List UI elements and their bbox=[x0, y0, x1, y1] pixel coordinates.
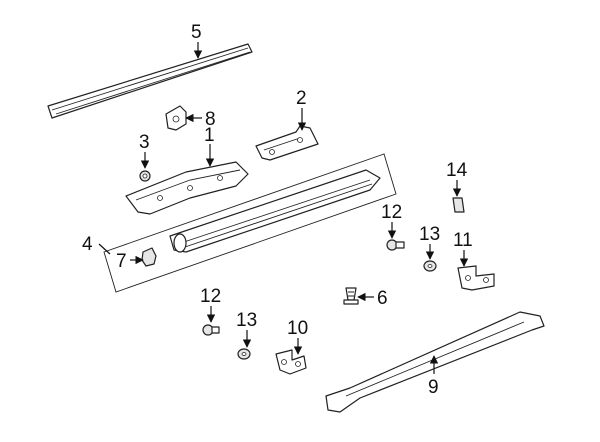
callout-10: 10 bbox=[287, 318, 308, 339]
part-4-assembly-box bbox=[103, 153, 397, 293]
callout-7: 7 bbox=[116, 251, 127, 272]
leader-4 bbox=[98, 243, 111, 255]
callout-13b: 13 bbox=[236, 310, 257, 331]
callout-8: 8 bbox=[205, 109, 216, 130]
callout-12a: 12 bbox=[381, 202, 402, 223]
part-7-clip[interactable] bbox=[141, 247, 157, 267]
part-14-clip[interactable] bbox=[452, 197, 465, 213]
callout-3: 3 bbox=[139, 132, 150, 153]
callout-12b: 12 bbox=[200, 286, 221, 307]
callout-4: 4 bbox=[82, 234, 93, 255]
part-13-grommet-upper[interactable] bbox=[423, 260, 437, 272]
callout-14: 14 bbox=[446, 160, 468, 181]
callout-1: 1 bbox=[204, 125, 215, 146]
callout-6: 6 bbox=[377, 288, 388, 309]
part-2-bracket[interactable] bbox=[255, 125, 319, 161]
callout-5: 5 bbox=[191, 22, 202, 43]
part-4-rocker-panel[interactable] bbox=[169, 169, 381, 253]
part-12-bolt-upper[interactable] bbox=[386, 239, 405, 251]
part-12-bolt-lower[interactable] bbox=[202, 324, 220, 336]
part-11-bracket[interactable] bbox=[457, 265, 495, 291]
part-1-bracket[interactable] bbox=[125, 161, 249, 215]
part-8-bracket[interactable] bbox=[165, 105, 187, 131]
part-13-grommet-lower[interactable] bbox=[237, 348, 251, 360]
part-5-molding-strip[interactable] bbox=[47, 43, 253, 119]
part-6-push-pin[interactable] bbox=[343, 287, 359, 305]
callout-9: 9 bbox=[428, 377, 439, 398]
part-3-nut[interactable] bbox=[139, 170, 151, 182]
part-10-bracket[interactable] bbox=[275, 349, 307, 375]
callout-11: 11 bbox=[453, 230, 473, 251]
callout-13a: 13 bbox=[419, 224, 440, 245]
callout-2: 2 bbox=[296, 88, 307, 109]
